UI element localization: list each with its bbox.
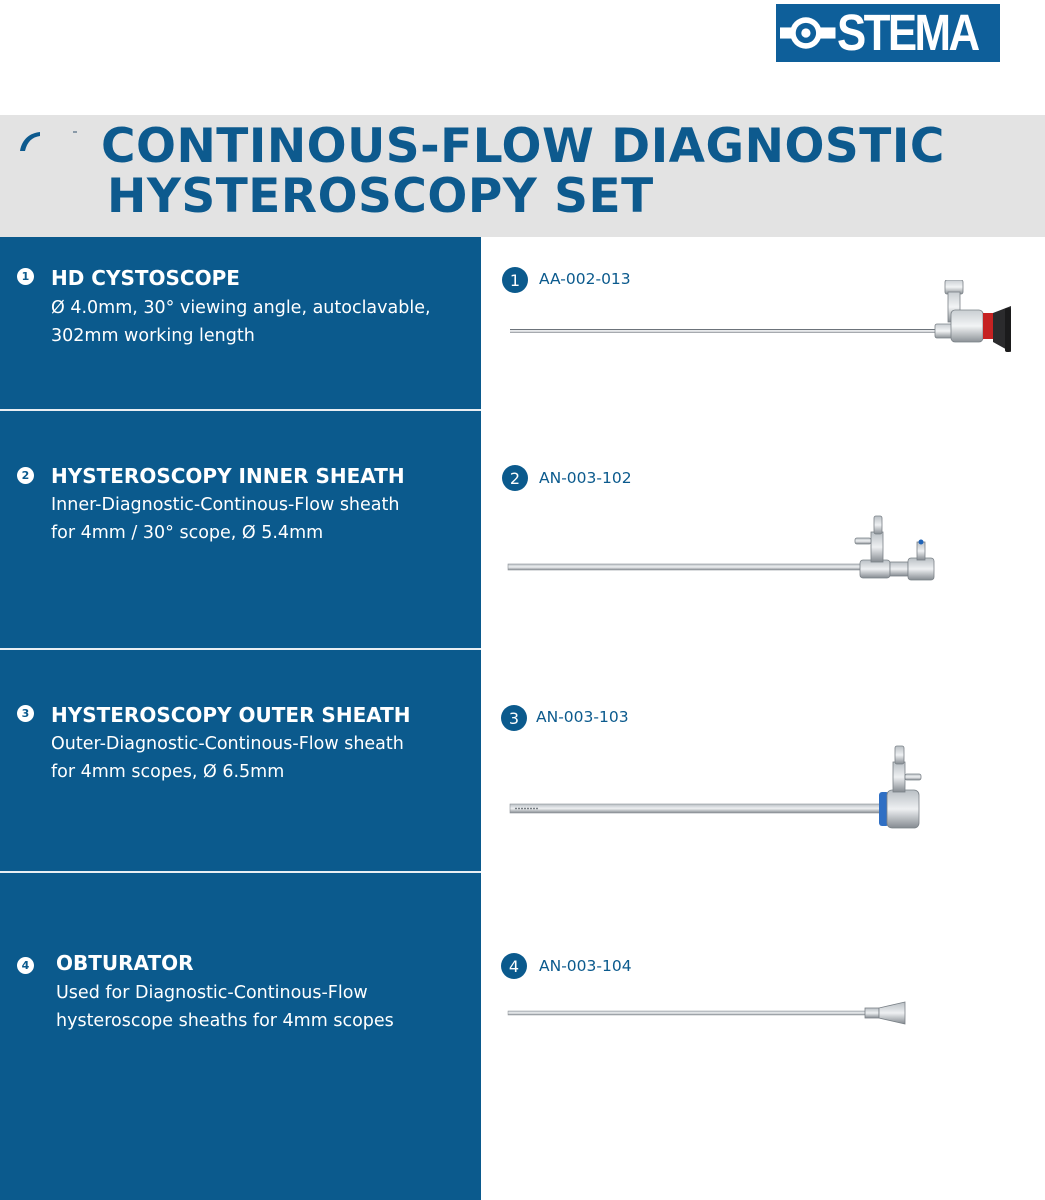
item-description-line: Used for Diagnostic-Continous-Flow [56,983,368,1003]
item-description-line: for 4mm scopes, Ø 6.5mm [51,762,285,782]
item-title: OBTURATOR [56,951,194,975]
article-code: AN-003-104 [539,957,632,975]
item-description-line: Outer-Diagnostic-Continous-Flow sheath [51,734,404,754]
obturator-icon [507,1001,906,1025]
item-description-line: Inner-Diagnostic-Continous-Flow sheath [51,495,400,515]
title-mark-icon [20,131,77,151]
cystoscope-icon [510,280,1011,352]
item-title: HYSTEROSCOPY OUTER SHEATH [51,703,411,727]
item-number-badge: 4 [17,957,34,974]
outer-sheath-icon [509,745,922,829]
item-number-badge: 1 [17,268,34,285]
item-description-line: for 4mm / 30° scope, Ø 5.4mm [51,523,324,543]
code-number-badge: 1 [502,267,528,293]
inner-sheath-icon [507,515,935,581]
item-title: HYSTEROSCOPY INNER SHEATH [51,464,405,488]
item-description-line: Ø 4.0mm, 30° viewing angle, autoclavable… [51,298,431,318]
title-band [0,115,1045,237]
item-description-line: 302mm working length [51,326,255,346]
item-number-badge: 3 [17,705,34,722]
item-description-line: hysteroscope sheaths for 4mm scopes [56,1011,394,1031]
item-title: HD CYSTOSCOPE [51,266,240,290]
stema-logo: STEMA [776,4,1000,62]
page-title-line-1: CONTINOUS-FLOW DIAGNOSTIC [101,119,945,174]
article-code: AN-003-103 [536,708,629,726]
code-number-badge: 4 [501,953,527,979]
logo-text: STEMA [836,4,980,61]
article-code: AN-003-102 [539,469,632,487]
logo-ring-icon [780,17,836,49]
divider [0,871,481,873]
code-number-badge: 3 [501,705,527,731]
code-number-badge: 2 [502,465,528,491]
page-title-line-2: HYSTEROSCOPY SET [107,169,654,224]
article-code: AA-002-013 [539,270,631,288]
description-panel [0,237,481,1200]
item-number-badge: 2 [17,467,34,484]
divider [0,409,481,411]
divider [0,648,481,650]
